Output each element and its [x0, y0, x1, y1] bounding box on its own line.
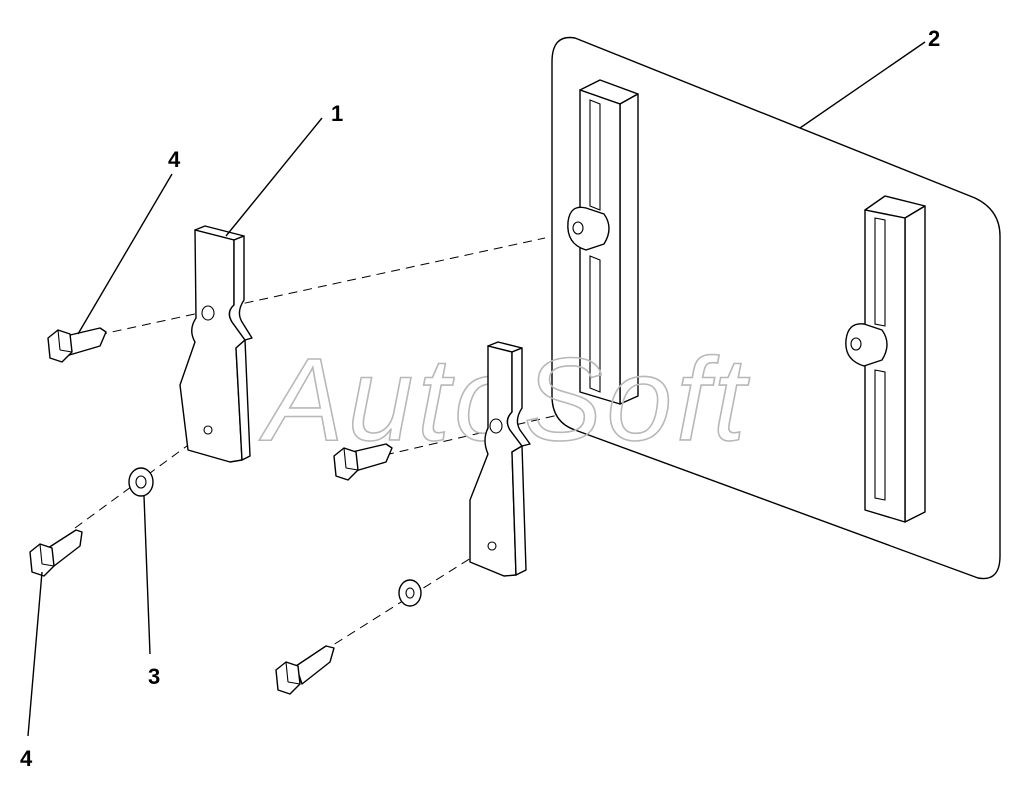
callout-bracket: 1: [331, 101, 343, 126]
guide-rail-right: [845, 195, 926, 523]
leader-lines: [27, 41, 926, 737]
callout-plate: 2: [928, 26, 940, 51]
washer-left: [128, 467, 154, 497]
bracket-left: [179, 225, 253, 463]
washer-right: [398, 579, 422, 607]
callout-washer: 3: [148, 664, 160, 689]
guide-rail-left: [567, 79, 639, 405]
bolt-center: [333, 443, 393, 481]
callout-bolt-upper: 4: [168, 147, 181, 172]
callout-bolt-lower: 4: [20, 746, 33, 771]
bolt-lower-center: [275, 645, 335, 695]
bolt-upper-left: [47, 327, 107, 363]
bracket-right: [469, 341, 531, 577]
bolt-lower-left: [29, 529, 83, 577]
